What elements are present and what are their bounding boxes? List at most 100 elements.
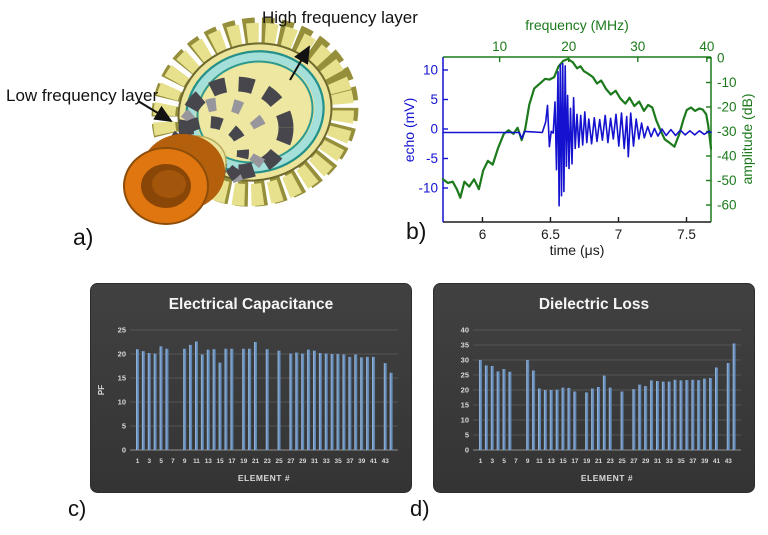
svg-text:27: 27 [287,458,295,465]
svg-text:7: 7 [514,458,518,465]
svg-text:31: 31 [311,458,319,465]
bar [218,362,222,450]
svg-text:20: 20 [461,386,469,395]
svg-text:0: 0 [465,446,469,455]
svg-text:37: 37 [346,458,354,465]
bar [159,346,163,450]
bar [318,353,322,450]
svg-text:-10: -10 [717,75,737,90]
svg-text:25: 25 [118,326,126,335]
bar [502,369,506,450]
bar [242,348,246,450]
svg-text:3: 3 [148,458,152,465]
bar [538,388,541,450]
high-frequency-layer-label: High frequency layer [262,8,418,27]
bar [591,388,595,450]
x-axis-title: ELEMENT # [238,473,290,483]
svg-text:5: 5 [430,92,438,107]
bottom-axis-title: time (μs) [550,242,605,258]
bar [254,342,257,450]
bar [389,372,393,450]
svg-text:6.5: 6.5 [541,227,560,242]
high-frequency-arrow [289,45,310,81]
svg-text:13: 13 [548,458,556,465]
svg-text:39: 39 [701,458,709,465]
chart-title: Dielectric Loss [539,296,649,313]
svg-text:15: 15 [461,401,469,410]
bar [330,354,334,450]
svg-text:-20: -20 [717,100,737,115]
bar [147,353,151,450]
svg-text:39: 39 [358,458,366,465]
bar [726,363,730,450]
bar [195,341,198,450]
bar [212,349,216,450]
panel-d-label: d) [410,496,430,521]
svg-text:10: 10 [492,39,507,54]
bar [354,354,358,450]
spectrum-trace [441,57,713,199]
bar [549,390,553,450]
bar [336,354,340,450]
svg-text:41: 41 [370,458,378,465]
bar [141,351,145,450]
svg-text:1: 1 [136,458,140,465]
bar [136,349,139,450]
svg-text:-5: -5 [426,151,438,166]
left-axis-title: echo (mV) [401,98,417,163]
svg-text:33: 33 [666,458,674,465]
svg-text:7: 7 [171,458,175,465]
bar [638,384,642,450]
bar [189,344,193,450]
svg-text:30: 30 [630,39,645,54]
panel-c-label: c) [68,496,87,521]
svg-text:15: 15 [560,458,568,465]
bar [715,367,718,450]
svg-text:33: 33 [323,458,331,465]
echo-trace [442,62,712,207]
bar [313,350,316,450]
bar [206,349,210,450]
svg-text:0: 0 [430,122,438,137]
svg-text:17: 17 [571,458,579,465]
svg-text:15: 15 [118,374,126,383]
svg-text:23: 23 [607,458,615,465]
svg-text:7: 7 [615,227,623,242]
bar [366,356,370,450]
bar [555,389,559,450]
bar [685,380,689,450]
svg-text:30: 30 [461,356,469,365]
svg-text:10: 10 [461,416,469,425]
svg-text:5: 5 [465,431,469,440]
bar [656,381,659,450]
bar [532,370,536,450]
bars [479,343,736,450]
bar [153,353,157,450]
bar [372,356,375,450]
bar [650,380,654,450]
bar [697,380,701,450]
svg-text:6: 6 [479,227,487,242]
bar [348,356,352,450]
svg-text:1: 1 [479,458,483,465]
svg-text:29: 29 [642,458,650,465]
bar [703,378,707,450]
bar [248,348,252,450]
bar [526,360,530,450]
bar [490,366,494,450]
bar [295,352,299,450]
svg-text:5: 5 [159,458,163,465]
bar [597,387,600,450]
bar [484,365,488,450]
bar [732,343,736,450]
svg-text:-10: -10 [418,181,438,196]
svg-text:-40: -40 [717,149,737,164]
bar [573,391,577,450]
bar [183,348,187,450]
svg-text:29: 29 [299,458,307,465]
bar [496,371,500,450]
